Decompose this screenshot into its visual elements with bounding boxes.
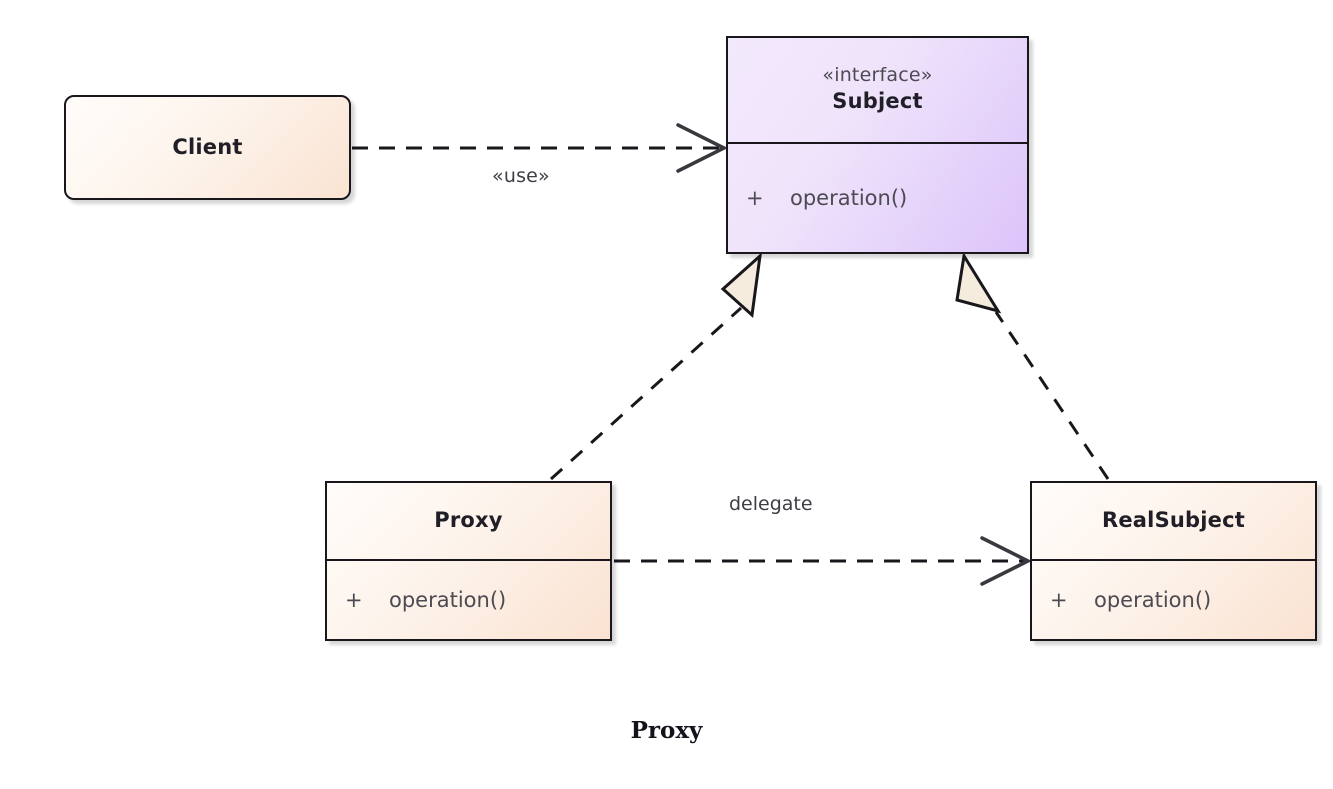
subject-operation-visibility: + [746, 186, 764, 210]
edge-realsubject-realizes-subject-line [994, 311, 1110, 480]
uml-interface-subject[interactable]: «interface» Subject + operation() [726, 36, 1029, 254]
hollow-triangle-arrowhead-icon [720, 252, 763, 319]
edge-proxy-delegate-realsubject [614, 536, 1032, 586]
subject-class-name: Subject [832, 89, 923, 114]
realsubject-operations: + operation() [1032, 561, 1315, 639]
subject-header: «interface» Subject [728, 38, 1027, 144]
client-class-name: Client [172, 134, 243, 159]
subject-operations: + operation() [728, 144, 1027, 252]
hollow-triangle-arrowhead-icon [955, 251, 1002, 314]
client-header: Client [66, 97, 349, 198]
edge-realsubject-realizes-subject [955, 251, 1110, 480]
subject-operation-signature: operation() [790, 186, 908, 210]
uml-class-realsubject[interactable]: RealSubject + operation() [1030, 481, 1317, 641]
edge-proxy-realizes-subject-line [549, 306, 743, 481]
realsubject-operation-signature: operation() [1094, 588, 1212, 612]
edge-label-use: «use» [492, 165, 550, 187]
realsubject-operation-visibility: + [1050, 588, 1068, 612]
figure-caption: Proxy [630, 717, 703, 744]
realsubject-class-name: RealSubject [1101, 508, 1246, 533]
uml-class-client[interactable]: Client [64, 95, 351, 200]
uml-class-proxy[interactable]: Proxy + operation() [325, 481, 612, 641]
edge-label-delegate: delegate [729, 493, 813, 515]
proxy-operations: + operation() [327, 561, 610, 639]
proxy-operation-signature: operation() [389, 588, 507, 612]
proxy-header: Proxy [327, 483, 610, 561]
realsubject-header: RealSubject [1032, 483, 1315, 561]
open-arrowhead-icon [676, 123, 728, 173]
open-arrowhead-icon [980, 536, 1032, 586]
proxy-operation-visibility: + [345, 588, 363, 612]
subject-stereotype: «interface» [822, 64, 933, 87]
edge-proxy-realizes-subject [549, 252, 763, 481]
proxy-class-name: Proxy [434, 508, 503, 533]
